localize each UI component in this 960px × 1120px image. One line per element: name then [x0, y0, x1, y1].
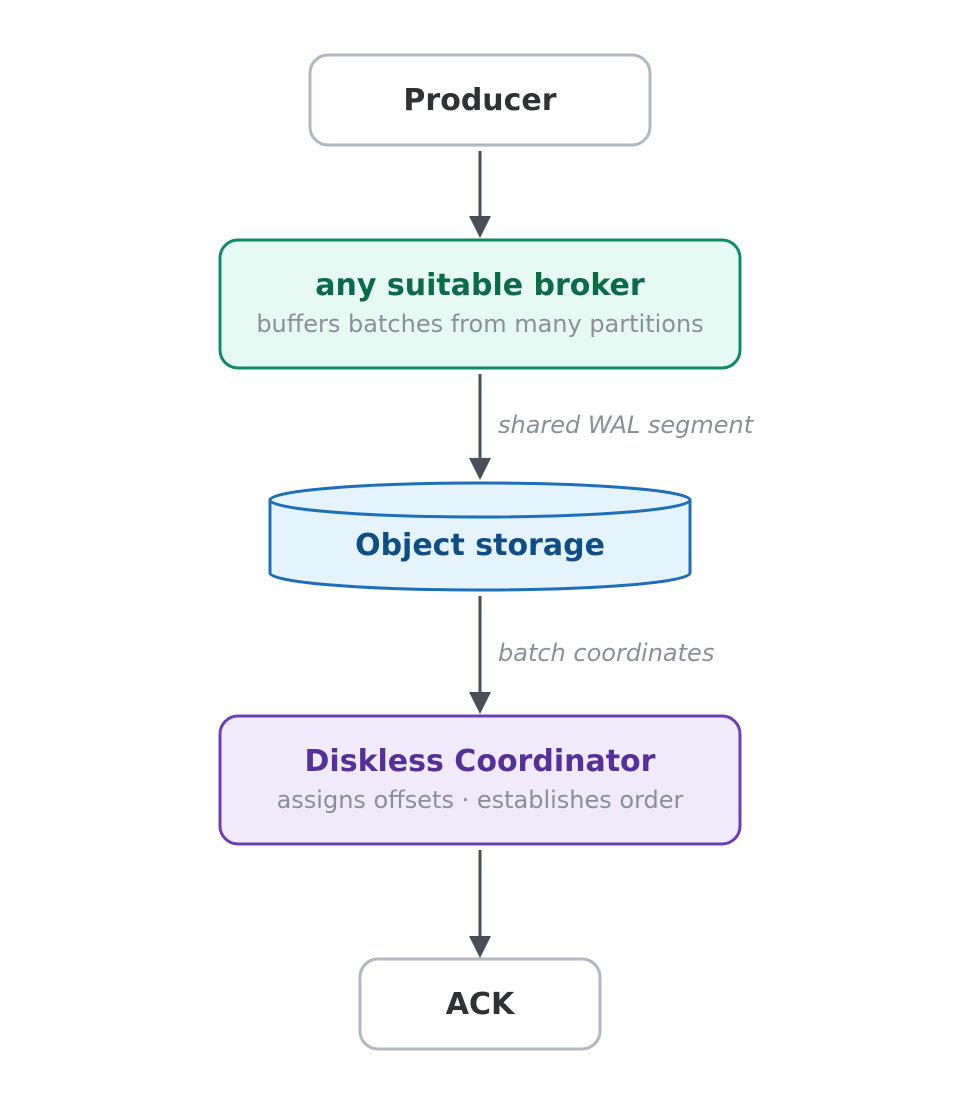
cylinder-top-icon [268, 481, 692, 519]
node-ack-title: ACK [446, 987, 516, 1022]
node-coordinator-subtitle: assigns offsets · establishes order [277, 786, 684, 814]
edge-producer-to-broker [469, 151, 491, 238]
node-coordinator-title: Diskless Coordinator [305, 744, 656, 779]
node-storage-title: Object storage [355, 528, 605, 563]
node-coordinator: Diskless Coordinator assigns offsets · e… [218, 714, 742, 846]
edge-label-shared-wal: shared WAL segment [498, 411, 755, 439]
edge-storage-to-coordinator: batch coordinates [469, 596, 714, 714]
node-object-storage: Object storage [268, 481, 692, 592]
arrowhead-icon [469, 216, 491, 238]
arrowhead-icon [469, 458, 491, 480]
edge-coordinator-to-ack [469, 850, 491, 958]
arrowhead-icon [469, 936, 491, 958]
cylinder-body-icon [268, 498, 692, 592]
node-broker-title: any suitable broker [315, 268, 645, 303]
node-producer-title: Producer [403, 83, 556, 118]
arrowhead-icon [469, 692, 491, 714]
edge-broker-to-storage: shared WAL segment [469, 374, 755, 480]
node-producer: Producer [308, 53, 652, 147]
node-broker: any suitable broker buffers batches from… [218, 238, 742, 370]
node-broker-subtitle: buffers batches from many partitions [256, 310, 703, 338]
node-ack: ACK [358, 957, 602, 1051]
edge-label-batch-coordinates: batch coordinates [498, 639, 714, 667]
